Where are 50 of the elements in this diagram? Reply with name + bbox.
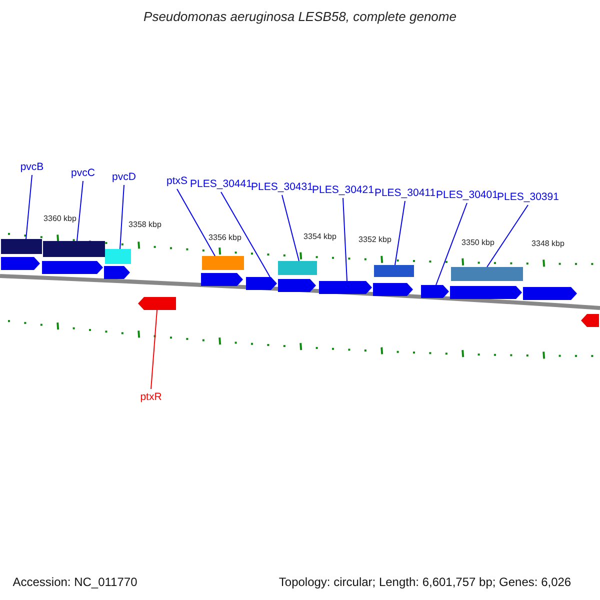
gene-label: PLES_30431 bbox=[251, 180, 313, 194]
scale-label: 3354 kbp bbox=[304, 231, 336, 243]
scale-label: 3352 kbp bbox=[358, 234, 392, 246]
gene-bar bbox=[451, 267, 523, 281]
leader-line bbox=[282, 194, 300, 262]
scale-label: 3360 kbp bbox=[44, 213, 76, 225]
gene-feature bbox=[278, 279, 316, 292]
gene-feature bbox=[319, 281, 372, 294]
leader-line bbox=[26, 174, 32, 240]
leader-line bbox=[394, 200, 406, 266]
gene-bar bbox=[202, 256, 244, 270]
gene-label: pvcC bbox=[71, 166, 95, 180]
leader-line bbox=[150, 310, 158, 390]
footer-text: Topology: circular; Length: 6,601,757 bp; Genes: 6,026 bbox=[278, 575, 572, 589]
gene-feature bbox=[523, 287, 577, 300]
title: Pseudomonas aeruginosa LESB58, complete genome bbox=[144, 10, 456, 24]
gene-feature bbox=[581, 314, 599, 327]
gene-label: pvcD bbox=[112, 170, 136, 184]
gene-feature bbox=[104, 266, 130, 279]
gene-label: PLES_30421 bbox=[312, 183, 374, 197]
gene-bar bbox=[374, 265, 414, 277]
gene-bar bbox=[43, 241, 105, 257]
gene-label: PLES_30411 bbox=[374, 186, 436, 200]
gene-feature bbox=[138, 297, 176, 310]
gene-label: pvcB bbox=[20, 160, 44, 174]
gene-label: PLES_30441 bbox=[190, 177, 252, 191]
scale-label: 3350 kbp bbox=[462, 237, 494, 249]
scale-label: 3348 kbp bbox=[532, 238, 564, 250]
leader-line bbox=[436, 202, 468, 286]
gene-feature bbox=[246, 277, 277, 290]
leader-line bbox=[220, 192, 270, 278]
gene-label: PLES_30401 bbox=[436, 188, 498, 202]
scale-label: 3358 kbp bbox=[128, 219, 162, 231]
leader-line bbox=[486, 204, 528, 268]
gene-label: ptxR bbox=[140, 390, 162, 404]
gene-feature bbox=[421, 285, 449, 298]
gene-label: PLES_30391 bbox=[497, 190, 559, 204]
gene-bar bbox=[105, 249, 131, 264]
leader-line bbox=[76, 180, 84, 242]
leader-line bbox=[120, 184, 124, 250]
leader-line bbox=[176, 188, 216, 256]
gene-bar bbox=[1, 239, 42, 254]
gene-feature bbox=[201, 273, 243, 286]
gene-feature bbox=[373, 283, 413, 296]
scale-label: 3356 kbp bbox=[208, 232, 242, 244]
gene-bar bbox=[278, 261, 317, 275]
leader-line bbox=[342, 198, 348, 282]
footer-text: Accession: NC_011770 bbox=[12, 575, 138, 589]
gene-feature bbox=[1, 257, 40, 270]
gene-label: ptxS bbox=[166, 174, 188, 188]
